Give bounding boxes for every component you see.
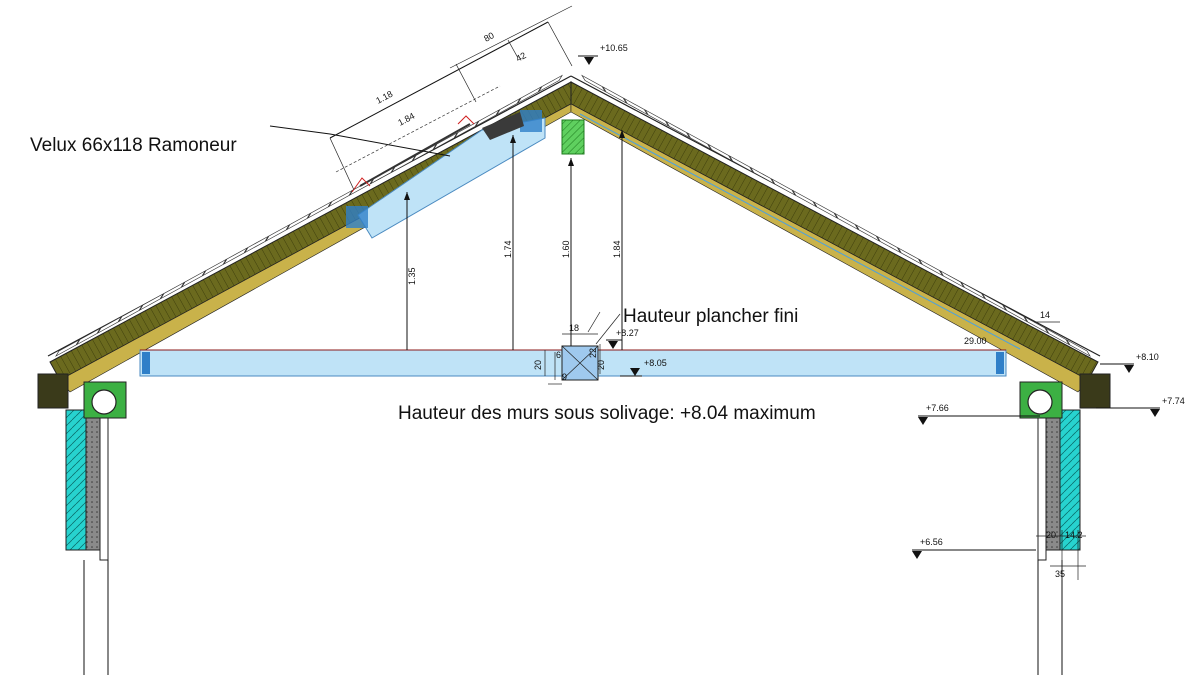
- dim-top-total: 80: [482, 30, 496, 44]
- svg-text:+8.05: +8.05: [644, 358, 667, 368]
- svg-text:+7.74: +7.74: [1162, 396, 1185, 406]
- dim-beam-small: 6: [556, 350, 561, 360]
- level-marker-eave-right: +8.10: [1100, 352, 1159, 373]
- slope-dimensions: [329, 5, 573, 191]
- dim-window-len: 1.18: [374, 89, 394, 106]
- dim-h4: 1.84: [612, 240, 622, 258]
- right-wall: [1019, 373, 1111, 675]
- roof-left-slope: [47, 75, 572, 393]
- level-marker-floor: +8.27: [606, 328, 639, 349]
- dim-beam-h: 20: [533, 360, 543, 370]
- left-wall: [37, 373, 127, 675]
- velux-window: [346, 110, 546, 239]
- label-wall-height: Hauteur des murs sous solivage: +8.04 ma…: [398, 403, 816, 424]
- ridge-beam: [561, 119, 585, 155]
- level-marker-low-right: +6.56: [912, 537, 1036, 559]
- dim-right-angle: 29.00: [964, 336, 987, 346]
- dim-beam-h3: 20: [596, 360, 606, 370]
- vertical-dimensions: [404, 130, 625, 350]
- dim-h3: 1.60: [561, 240, 571, 258]
- svg-text:+8.10: +8.10: [1136, 352, 1159, 362]
- roof-right-slope: [570, 75, 1101, 393]
- roof-tiles-left: [55, 74, 563, 357]
- dim-top-a: 42: [514, 50, 528, 64]
- level-marker-gutter-right: +7.74: [1096, 396, 1185, 417]
- svg-text:+6.56: +6.56: [920, 537, 943, 547]
- beam-detail-dims: [544, 311, 601, 385]
- attic-floor: [139, 345, 1007, 381]
- dim-beam-h2: 22: [588, 348, 598, 358]
- dim-window-inner: 1.84: [396, 111, 416, 128]
- dim-h2: 1.74: [503, 240, 513, 258]
- level-marker-slab: +8.05: [620, 358, 667, 377]
- dim-wall-35: 35: [1055, 569, 1065, 579]
- right-side-dims: [1034, 321, 1086, 580]
- dim-wall-142: 14.2: [1065, 530, 1083, 540]
- svg-text:+7.66: +7.66: [926, 403, 949, 413]
- dim-wall-20: 20: [1046, 530, 1056, 540]
- svg-text:+10.65: +10.65: [600, 43, 628, 53]
- dim-beam-w: 18: [569, 323, 579, 333]
- dim-right-overhang: 14: [1040, 310, 1050, 320]
- level-marker-under-right: +7.66: [918, 403, 1040, 425]
- dim-beam-small2: 9: [562, 372, 567, 382]
- roof-tiles-right: [581, 74, 1091, 357]
- label-floor-height: Hauteur plancher fini: [623, 306, 798, 327]
- label-velux: Velux 66x118 Ramoneur: [30, 135, 237, 156]
- dim-h1: 1.35: [407, 267, 417, 285]
- svg-text:+8.27: +8.27: [616, 328, 639, 338]
- level-marker-ridge: +10.65: [578, 43, 628, 65]
